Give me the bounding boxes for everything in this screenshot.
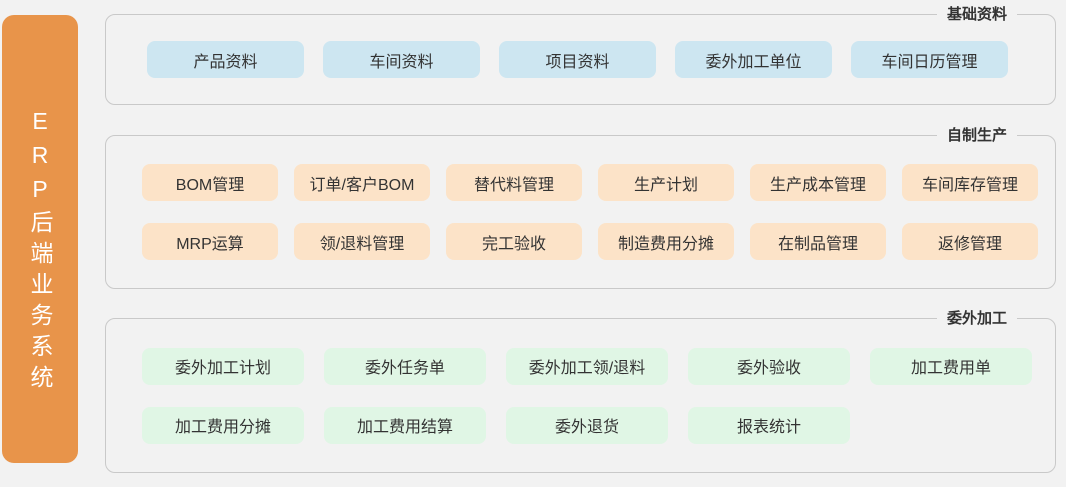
module-button[interactable]: 车间日历管理: [851, 41, 1008, 78]
module-button[interactable]: 产品资料: [147, 41, 304, 78]
erp-system-sidebar: ERP后端业务系统: [2, 15, 78, 463]
module-row: 加工费用分摊加工费用结算委外退货报表统计: [106, 406, 1055, 444]
module-button[interactable]: MRP运算: [142, 223, 278, 260]
section-rows: BOM管理订单/客户BOM 替代料管理生产计划生产成本管理车间库存管理 MRP运算领…: [106, 136, 1055, 288]
module-button[interactable]: 车间库存管理: [902, 164, 1038, 201]
module-button[interactable]: 加工费用单: [870, 347, 1032, 385]
module-button[interactable]: 委外加工单位: [675, 41, 832, 78]
section-rows: 产品资料车间资料项目资料委外加工单位车间日历管理: [106, 15, 1055, 104]
section-outsource: 委外加工 委外加工计划委外任务单委外加工领/退料委外验收加工费用单加工费用分摊加…: [105, 309, 1056, 473]
section-legend: 委外加工: [936, 309, 1017, 329]
module-button[interactable]: 车间资料: [323, 41, 480, 78]
module-button[interactable]: 委外验收: [688, 347, 850, 385]
module-button[interactable]: 返修管理: [902, 223, 1038, 260]
module-button[interactable]: 项目资料: [499, 41, 656, 78]
module-row: 产品资料车间资料项目资料委外加工单位车间日历管理: [106, 41, 1055, 78]
section-legend: 自制生产: [936, 126, 1017, 146]
module-button[interactable]: 在制品管理: [750, 223, 886, 260]
module-row: 委外加工计划委外任务单委外加工领/退料委外验收加工费用单: [106, 347, 1055, 385]
section-inhouse: 自制生产 BOM管理订单/客户BOM 替代料管理生产计划生产成本管理车间库存管理 M…: [105, 126, 1056, 289]
module-button[interactable]: 加工费用分摊: [142, 406, 304, 444]
module-button[interactable]: 生产成本管理: [750, 164, 886, 201]
section-legend: 基础资料: [936, 5, 1017, 25]
module-button[interactable]: 委外加工计划: [142, 347, 304, 385]
module-button[interactable]: 制造费用分摊: [598, 223, 734, 260]
module-row: BOM管理订单/客户BOM 替代料管理生产计划生产成本管理车间库存管理: [106, 164, 1055, 201]
module-row: MRP运算领/退料管理完工验收制造费用分摊在制品管理返修管理: [106, 223, 1055, 260]
module-button[interactable]: 委外退货: [506, 406, 668, 444]
module-button[interactable]: 替代料管理: [446, 164, 582, 201]
module-button[interactable]: 报表统计: [688, 406, 850, 444]
section-basic: 基础资料 产品资料车间资料项目资料委外加工单位车间日历管理: [105, 5, 1056, 105]
module-button[interactable]: 领/退料管理: [294, 223, 430, 260]
module-button[interactable]: 订单/客户BOM: [294, 164, 430, 201]
module-button[interactable]: 生产计划: [598, 164, 734, 201]
section-rows: 委外加工计划委外任务单委外加工领/退料委外验收加工费用单加工费用分摊加工费用结算…: [106, 319, 1055, 472]
module-button[interactable]: 委外任务单: [324, 347, 486, 385]
module-button[interactable]: 委外加工领/退料: [506, 347, 668, 385]
module-button[interactable]: BOM管理: [142, 164, 278, 201]
erp-system-title: ERP后端业务系统: [27, 108, 53, 396]
module-button[interactable]: 完工验收: [446, 223, 582, 260]
module-button[interactable]: 加工费用结算: [324, 406, 486, 444]
